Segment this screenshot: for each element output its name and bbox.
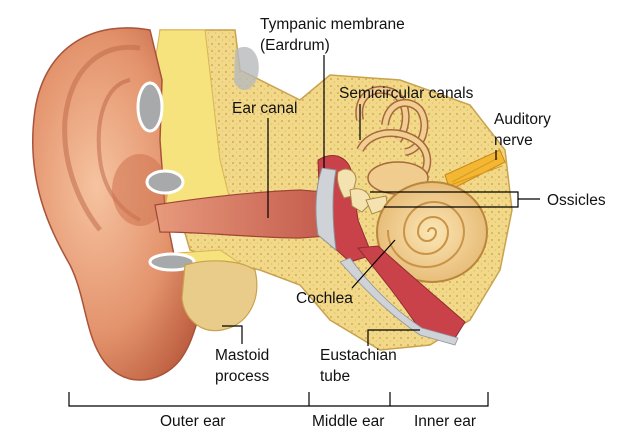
- label-ossicles: Ossicles: [547, 192, 606, 209]
- label-ear-canal: Ear canal: [232, 100, 297, 117]
- label-cochlea: Cochlea: [296, 290, 353, 307]
- tympanic-membrane: [315, 167, 337, 252]
- label-mastoid-line2: process: [215, 368, 270, 385]
- mastoid-process: [181, 260, 258, 332]
- label-mastoid-line1: Mastoid: [215, 347, 269, 364]
- region-bracket: [68, 392, 489, 407]
- label-auditory-line2: nerve: [494, 132, 533, 149]
- cartilage-middle: [145, 169, 185, 195]
- eustachian-tube-lining: [339, 257, 459, 346]
- region-middle-ear: Middle ear: [312, 413, 384, 430]
- label-auditory-line1: Auditory: [494, 111, 551, 128]
- cartilage-lower: [148, 252, 196, 272]
- label-tympanic-line2: (Eardrum): [260, 37, 330, 54]
- eustachian-tube-shape: [357, 245, 466, 339]
- label-semicircular-canals: Semicircular canals: [339, 85, 474, 102]
- leader-cochlea: [351, 239, 396, 289]
- leader-eustachian: [367, 329, 420, 346]
- label-eustachian-line2: tube: [320, 368, 350, 385]
- label-eustachian-line1: Eustachian: [320, 347, 397, 364]
- helix-fold: [62, 44, 141, 232]
- label-tympanic-line1: Tympanic membrane: [260, 16, 405, 33]
- leader-mastoid: [222, 325, 243, 344]
- region-inner-ear: Inner ear: [414, 413, 476, 430]
- region-outer-ear: Outer ear: [160, 413, 225, 430]
- cartilage-upper: [136, 81, 164, 133]
- bone-cavity-upper: [234, 46, 259, 91]
- auditory-nerve-shape: [444, 149, 506, 191]
